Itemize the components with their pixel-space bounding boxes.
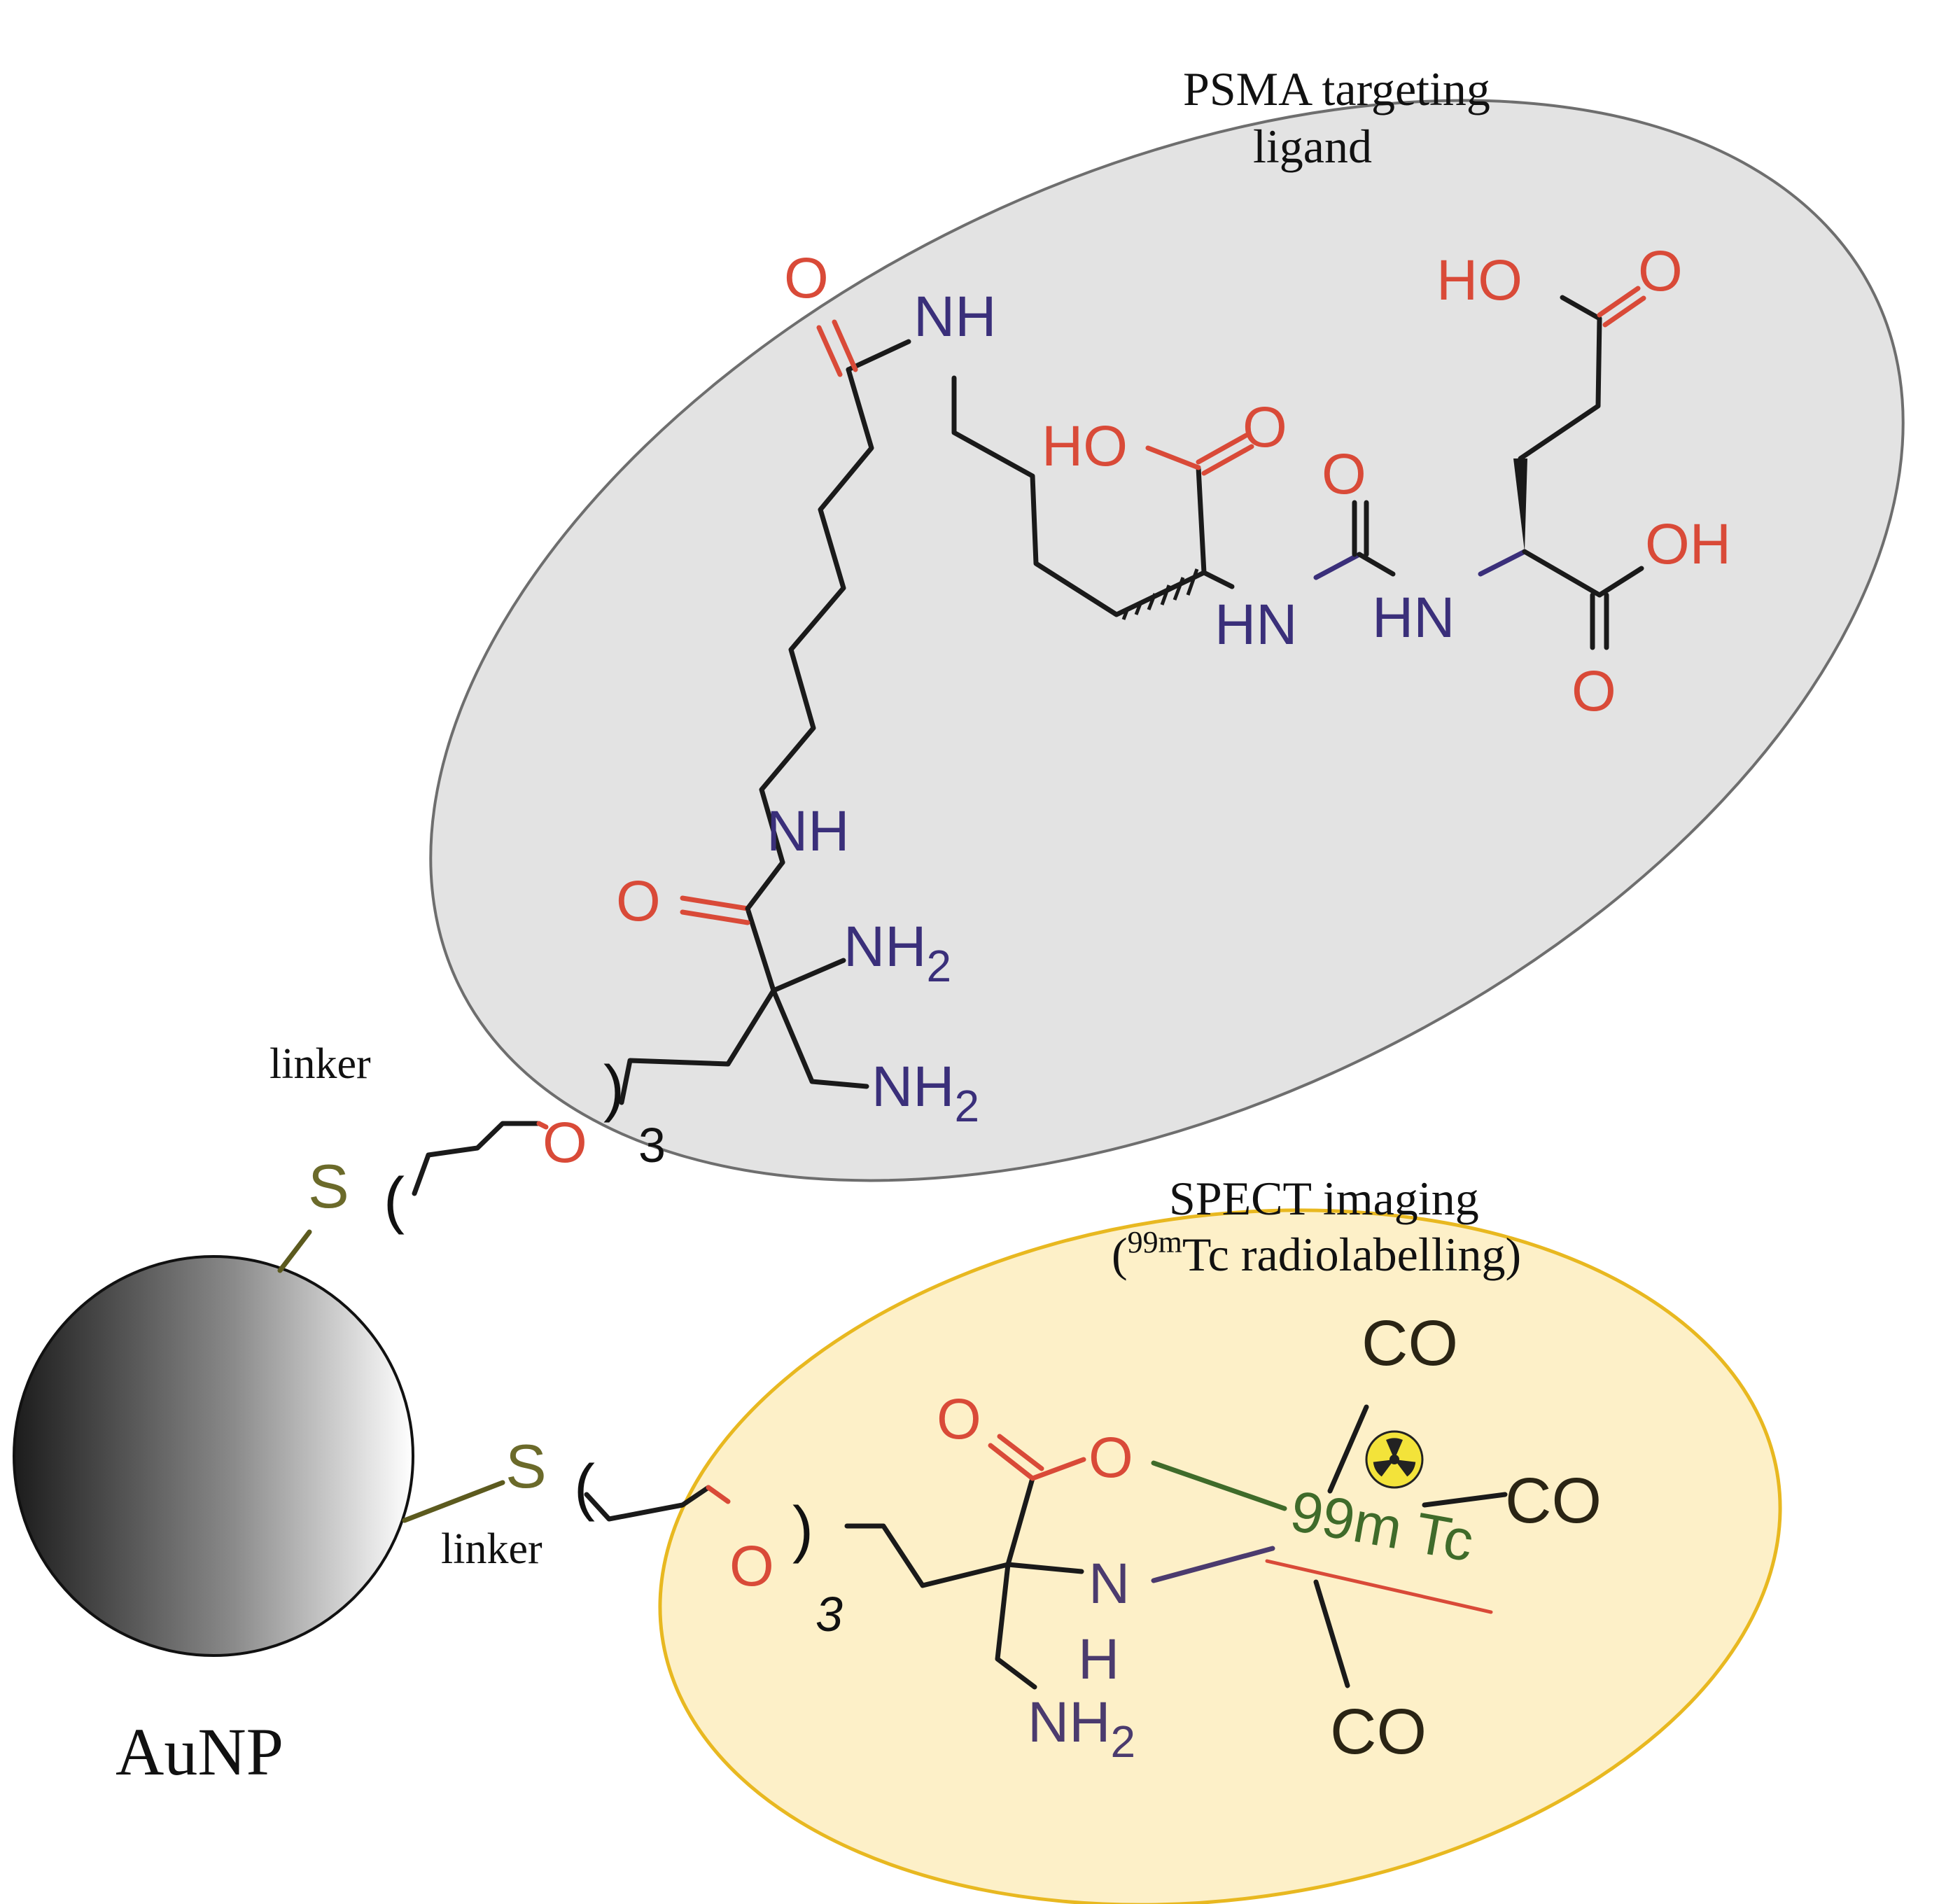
linker-label-bottom: linker <box>441 1525 542 1573</box>
atom-ho-lys: HO <box>1042 414 1128 478</box>
atom-h-amine: H <box>1078 1628 1119 1691</box>
atom-nh2-upper: NH2 <box>844 915 951 991</box>
psma-ligand-bonds <box>680 286 1646 1089</box>
atom-o-glu-top: O <box>1638 239 1683 303</box>
atom-nh-amide-top: NH <box>913 285 996 349</box>
paren-close-bottom: ) <box>792 1494 813 1564</box>
atom-hn-urea-left: HN <box>1214 593 1297 657</box>
linker-label-top: linker <box>270 1040 371 1088</box>
gold-nanoparticle <box>13 1255 414 1657</box>
atom-n-amine: N <box>1088 1552 1130 1616</box>
atom-o-carbonyl-chelator: O <box>937 1387 981 1451</box>
atom-s-top: S <box>308 1152 349 1221</box>
atom-o-glu-alpha: O <box>1572 659 1616 723</box>
spect-region <box>658 1208 1782 1904</box>
chelator-bonds <box>988 1404 1508 1690</box>
atom-o-urea: O <box>1322 442 1366 506</box>
repeat-count-bottom: 3 <box>816 1587 843 1642</box>
aunp-label: AuNP <box>115 1714 284 1789</box>
atom-nh2-chelator: NH2 <box>1028 1690 1135 1767</box>
atom-co-bottom: CO <box>1330 1696 1427 1768</box>
atom-o-linker-bottom: O <box>729 1534 774 1598</box>
paren-open-bottom: ( <box>574 1452 595 1522</box>
paren-open-top: ( <box>384 1166 405 1236</box>
atom-o-amide-bottom: O <box>616 869 661 933</box>
paren-close-top: ) <box>603 1054 624 1124</box>
atom-oh-glu-alpha: OH <box>1645 512 1731 576</box>
atom-nh-amide-bottom: NH <box>766 799 849 863</box>
atom-o-lys: O <box>1242 396 1287 459</box>
atom-s-bottom: S <box>505 1432 547 1501</box>
psma-label-line2: ligand <box>1253 120 1372 173</box>
atom-co-top: CO <box>1362 1308 1458 1379</box>
hashed-wedge <box>1121 568 1199 620</box>
bottom-linker-bonds <box>402 1480 1011 1588</box>
spect-label-line2: (99mTc radiolabelling) <box>1112 1225 1521 1281</box>
top-linker-bonds <box>277 988 776 1273</box>
atom-hn-urea-right: HN <box>1372 586 1455 650</box>
atom-o-carboxylate: O <box>1088 1426 1133 1490</box>
atom-o-amide-top: O <box>784 246 829 310</box>
psma-region <box>429 99 1905 1182</box>
psma-label-line1: PSMA targeting <box>1183 62 1490 115</box>
radioactive-icon <box>1365 1430 1424 1489</box>
repeat-count-top: 3 <box>638 1118 666 1172</box>
atom-co-right: CO <box>1505 1465 1602 1536</box>
atom-o-linker-top: O <box>542 1111 587 1175</box>
spect-label-line1: SPECT imaging <box>1169 1172 1479 1225</box>
atom-nh2-lower: NH2 <box>872 1055 979 1131</box>
atom-ho-glu-top: HO <box>1436 248 1522 312</box>
